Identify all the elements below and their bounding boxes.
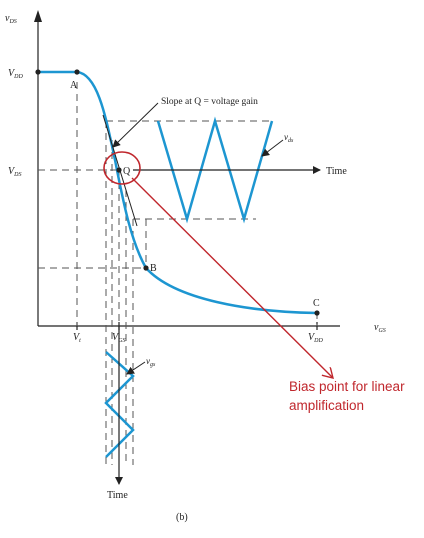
point-b-marker (143, 265, 149, 271)
point-vdd-marker (35, 69, 41, 75)
tangent-line (102, 114, 138, 227)
y-axis-label: vDS (5, 13, 17, 25)
point-a-marker (74, 69, 80, 75)
q-highlight-circle (103, 151, 141, 185)
point-c-label: C (313, 298, 320, 309)
vds-y-label: VDS (8, 166, 21, 178)
time-bottom-label: Time (107, 490, 128, 501)
point-c-marker (314, 310, 320, 316)
vgs-signal-label: vgs (146, 356, 156, 368)
vdd-y-label: VDD (8, 68, 23, 80)
bias-point-arrow (131, 177, 333, 378)
vds-signal-label: vds (284, 132, 294, 144)
vds-label-pointer (261, 139, 284, 157)
vgs-input-signal (104, 351, 135, 458)
figure-caption: (b) (176, 512, 188, 523)
slope-note-pointer (112, 102, 159, 148)
time-right-label: Time (326, 166, 347, 177)
vgs-label-pointer (126, 361, 146, 375)
bias-note-line-1: Bias point for linear (289, 379, 405, 394)
vdd-x-label: VDD (308, 332, 323, 344)
transfer-curve (36, 70, 319, 315)
vt-label: Vt (73, 332, 81, 344)
guide-lines (38, 82, 318, 465)
point-q-label: Q (123, 166, 131, 177)
point-b-label: B (150, 263, 157, 274)
bias-note-line-2: amplification (289, 398, 364, 413)
slope-note-label: Slope at Q = voltage gain (161, 97, 258, 107)
vgs-x-label: VGS (112, 332, 125, 344)
point-a-label: A (70, 80, 78, 91)
x-axis-label: vGS (374, 322, 386, 334)
y-axis-arrowhead (34, 10, 42, 22)
vds-output-signal (156, 116, 274, 224)
